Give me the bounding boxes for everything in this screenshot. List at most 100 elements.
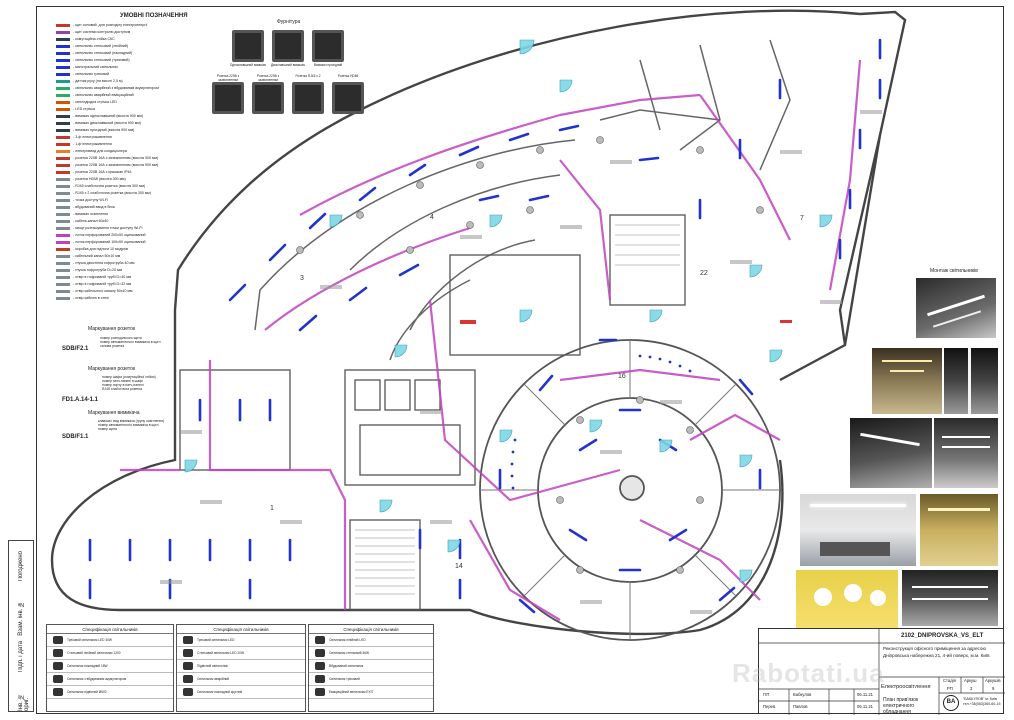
spec-table-title: Специфікація світильників [177,625,305,634]
photo-yellow-room [920,494,998,566]
switch-pass-icon [312,30,344,62]
legend-symbol-icon [56,178,70,181]
date: 06.11.21 [857,704,873,709]
legend-item: - світильник стельовий (трековий) [56,57,216,64]
legend-label: - розетка 220В 16А з заземленням (висота… [73,156,159,160]
marking-line: номер патч-панелі в шафі [102,379,143,383]
legend-item: - вимикач одноклавішний (висота 900 мм) [56,113,216,120]
spec-table-title: Специфікація світильників [309,625,433,634]
legend-item: - світильник аварійний евакуаційний [56,92,216,99]
legend-item: - LED стрічка [56,106,216,113]
spec-row: Світильник стельовий 36W [309,647,433,660]
legend-label: - LED стрічка [73,107,95,111]
legend-label: - світильник стельовий (трековий) [73,58,130,62]
spec-row-label: Вбудований світильник [329,664,364,668]
legend-label: - електроввод для кондиціонера [73,149,127,153]
spec-row: Стельовий лінійний світильник 1200 [47,647,173,660]
legend-item: - розетка 220В 16А з заземленням (висота… [56,162,216,169]
legend-symbol-icon [56,59,70,62]
luminaire-icon [53,636,63,644]
fixture-caption: Розетка RJ45 х 2 [295,74,321,78]
spec-row-label: Стельовий лінійний світильник 1200 [67,651,121,655]
photo-corridor-dark [944,348,998,414]
legend-item: - датчик руху (на висоті 2,5 м) [56,78,216,85]
switch-marking-code: SDB/F1.1 [62,434,89,440]
legend-symbol-icon [56,164,70,167]
luminaire-icon [315,662,325,670]
stage-value: РП [947,686,953,691]
engineer-name: Павлов [793,704,808,709]
spec-row: Трековий світильник LED [177,634,305,647]
photo-ceiling-lights [916,278,996,338]
fixture-caption: Вимикач прохідний [313,63,343,67]
legend-label: - розетка 220В 16А з кришкою IP44 [73,170,132,174]
legend-label: - розетка 220В 16А з заземленням (висота… [73,163,159,167]
legend-symbol-icon [56,94,70,97]
luminaire-icon [53,688,63,696]
legend-item: - RJ45 слаботочна розетка (висота 300 мм… [56,183,216,190]
switch-double-icon [272,30,304,62]
legend-symbol-icon [56,136,70,139]
legend-item: - щит силовий, для розподілу електроенер… [56,22,216,29]
sheet-name: План прив'язок електричного обладнання [883,697,919,715]
room-number: 22 [700,270,708,277]
legend-item: - світильник стельовий (лінійний) [56,43,216,50]
room-number: 3 [300,275,304,282]
watermark: Rabotati.ua [732,658,885,688]
photo-open-office [800,494,916,566]
doors [184,39,833,583]
legend-label: - комутаційна стійка СКС [73,37,115,41]
legend-item: - магістральний світильник [56,64,216,71]
spec-row: Світильник з вбудованим акумулятором [47,673,173,686]
legend-symbol-icon [56,66,70,69]
socket-icon [252,82,284,114]
legend-symbol-icon [56,143,70,146]
legend-symbol-icon [56,248,70,251]
spec-row-label: Світильник накладний 18W [67,664,108,668]
spec-row-label: Підвісний світильник [197,664,228,668]
legend-symbol-icon [56,227,70,230]
spec-row: Світильник накладний 18W [47,660,173,673]
spec-row-label: Світильник накладний круглий [197,690,243,694]
legend-label: - світильник аварійний евакуаційний [73,93,134,97]
legend-item: - кабель-канал 60х40 [56,218,216,225]
legend-symbol-icon [56,213,70,216]
sheet-header: Аркуш [964,678,977,683]
title-block: 2102_DNIPROVSKA_VS_ELT Реконструкція офі… [758,628,1005,715]
drawing-code: 2102_DNIPROVSKA_VS_ELT [901,633,984,639]
legend-item: - розетка 220В 16А з заземленням (висота… [56,155,216,162]
legend-symbol-icon [56,157,70,160]
columns [296,136,764,574]
spec-row-label: Світильник з вбудованим акумулятором [67,677,127,681]
spec-row: Евакуаційний світильник EXIT [309,686,433,699]
spec-row-label: Трековий світильник LED 30W [67,638,112,642]
legend-item: - вбудований ввод в блок [56,204,216,211]
spec-row-label: Світильник стельовий 36W [329,651,369,655]
spec-row: Світильник підвісний Ø600 [47,686,173,699]
legend-label: - RJ45 слаботочна розетка (висота 300 мм… [73,184,146,188]
luminaire-icon [315,636,325,644]
spec-table-2: Специфікація світильників Трековий світи… [176,624,306,712]
spec-table-3: Специфікація світильників Світильник лін… [308,624,434,712]
legend-item: - 1-ф електроживлення [56,141,216,148]
room-number: 16 [618,373,626,380]
sheets-header: Аркушів [985,678,1001,683]
legend-symbol-icon [56,269,70,272]
luminaire-icon [315,688,325,696]
sheet-frame [36,6,1004,714]
legend-symbol-icon [56,297,70,300]
luminaire-icon [315,649,325,657]
legend-label: - розетка HDMI (висота 300 мм) [73,177,126,181]
marking-line: номер порту в патч-панелі [102,383,144,387]
legend-item: - гнучка двостінна гофротруба 40 мм [56,260,216,267]
spec-row-label: Світильник трековий [329,677,360,681]
legend-item: - гнучка гофротруба D=20 мм [56,267,216,274]
legend-label: - точка доступу Wi-Fi [73,198,108,202]
legend-item: - вимикач освітлення [56,211,216,218]
title-block-grid [759,629,1005,715]
legend-list: - щит силовий, для розподілу електроенер… [56,22,216,302]
legend-item: - світильник аварійний з вбудованим акум… [56,85,216,92]
luminaire-icon [183,688,193,696]
project-name: Реконструкція офісного приміщення за адр… [883,646,990,658]
photo-corridor-warm [872,348,942,414]
